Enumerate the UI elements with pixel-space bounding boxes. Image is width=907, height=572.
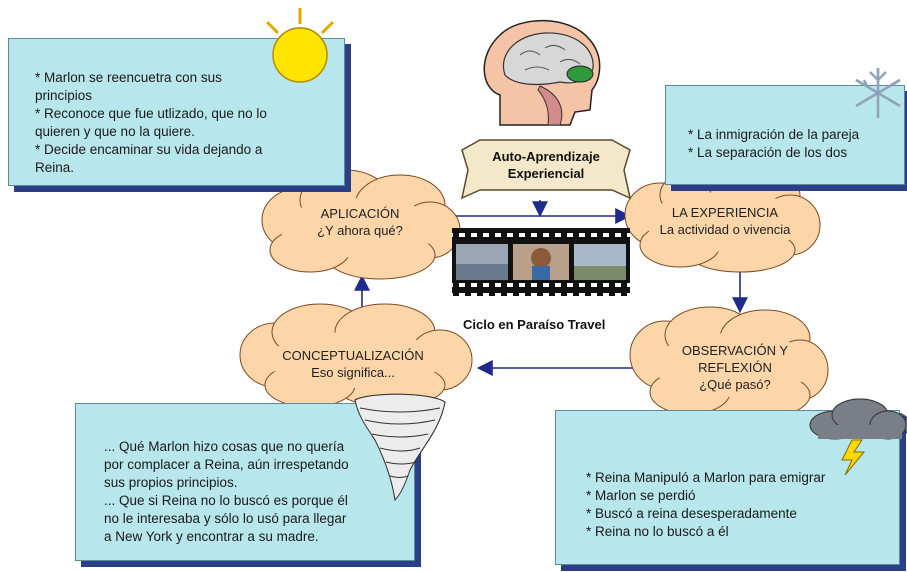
note-line: a New York y encontrar a su madre. [104,529,319,544]
note-line: * Decide encaminar su vida dejando a [35,142,263,157]
bottom-left-note: ... Qué Marlon hizo cosas que no quería … [75,403,415,561]
film-caption: Ciclo en Paraíso Travel [463,317,606,332]
cloud-experiencia [624,166,821,273]
note-line: quieren y que no la quiere. [35,124,195,139]
note-line: Reina. [35,160,75,175]
experiencia-label: LA EXPERIENCIA La actividad o vivencia [650,204,800,238]
note-line: sus propios principios. [104,475,238,490]
experiencia-title: LA EXPERIENCIA [671,205,779,220]
bottom-right-note: * Reina Manipuló a Marlon para emigrar *… [555,410,900,565]
note-line: no le interesaba y sólo lo usó para lleg… [104,511,347,526]
note-line: principios [35,88,93,103]
conceptualizacion-label: CONCEPTUALIZACIÓN Eso significa... [268,347,438,381]
aplicacion-label: APLICACIÓN ¿Y ahora qué? [295,205,425,239]
note-line: * Marlon se reencuetra con sus [35,70,222,85]
cloud-conceptualizacion [239,303,473,408]
note-line: ... Qué Marlon hizo cosas que no quería [104,439,345,454]
film-strip-icon [452,228,630,296]
banner-line-1: Auto-Aprendizaje [492,149,600,164]
observacion-label: OBSERVACIÓN Y REFLEXIÓN ¿Qué pasó? [665,342,805,393]
note-line: * Reconoce que fue utlizado, que no lo [35,106,267,121]
note-line: * La separación de los dos [688,145,848,160]
cloud-aplicacion [261,169,461,280]
observacion-title: OBSERVACIÓN Y [681,343,789,358]
note-line: * La inmigración de la pareja [688,127,860,142]
conceptualizacion-title: CONCEPTUALIZACIÓN [282,348,424,363]
note-line: * Reina no lo buscó a él [586,524,729,539]
top-left-note: * Marlon se reencuetra con sus principio… [8,38,345,186]
experiencia-subtitle: La actividad o vivencia [659,222,791,237]
aplicacion-title: APLICACIÓN [320,206,400,221]
note-line: ... Que si Reina no lo buscó es porque é… [104,493,348,508]
observacion-subtitle: ¿Qué pasó? [699,377,771,392]
cloud-observacion [629,306,829,420]
brain-head-icon [483,19,601,126]
aplicacion-subtitle: ¿Y ahora qué? [317,223,403,238]
note-line: * Reina Manipuló a Marlon para emigrar [586,470,826,485]
note-line: * Buscó a reina desesperadamente [586,506,797,521]
note-line: por complacer a Reina, aún irrespetando [104,457,349,472]
banner-scroll [460,139,632,200]
observacion-title-2: REFLEXIÓN [698,360,772,375]
banner-text: Auto-Aprendizaje Experiencial [470,148,622,182]
note-line: * Marlon se perdió [586,488,696,503]
banner-line-2: Experiencial [507,166,585,181]
top-right-note: * La inmigración de la pareja * La separ… [665,85,905,185]
cycle-arrows [354,200,748,376]
conceptualizacion-subtitle: Eso significa... [311,365,395,380]
